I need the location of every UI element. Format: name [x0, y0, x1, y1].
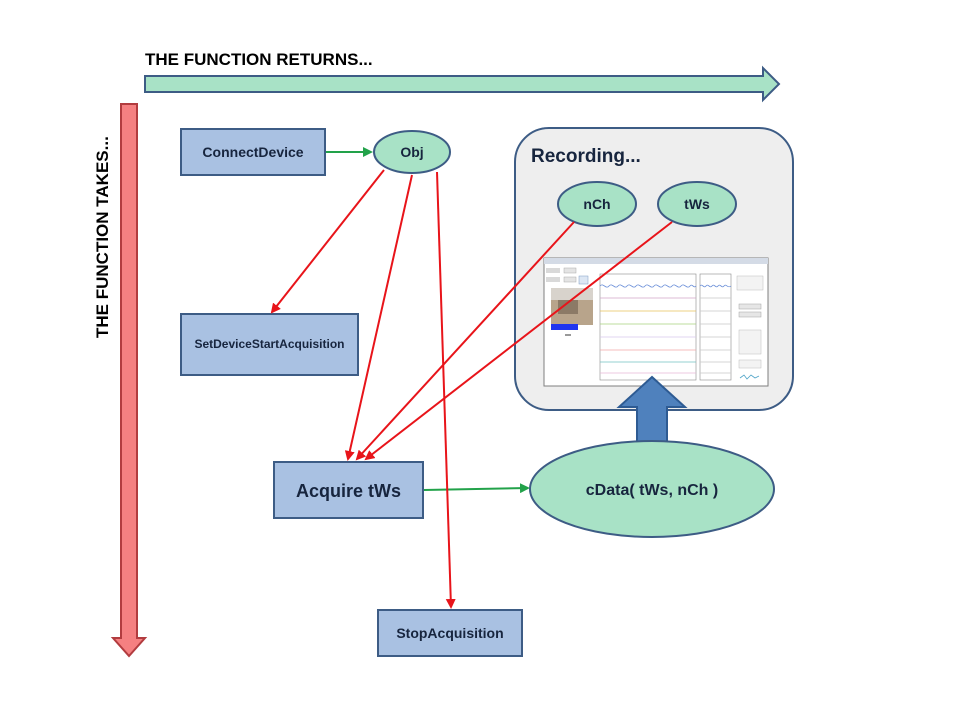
- set-device-start-acquisition-box: [180, 313, 359, 376]
- takes-axis-arrow: [110, 103, 148, 658]
- signal-recording-app-screenshot: [543, 257, 769, 387]
- acquire-box: [273, 461, 424, 519]
- stop-acquisition-label: StopAcquisition: [396, 625, 503, 641]
- recording-title: Recording...: [531, 146, 641, 167]
- connect-device-label: ConnectDevice: [202, 144, 303, 160]
- display-up-arrow: [616, 375, 688, 443]
- cdata-oval: [529, 440, 775, 538]
- stop-acquisition-box: [377, 609, 523, 657]
- acquire-to-cdata-arrow: [423, 483, 530, 494]
- set-device-start-acquisition-label: SetDeviceStartAcquisition: [194, 337, 344, 351]
- cdata-label: cData( tWs, nCh ): [586, 482, 718, 499]
- obj-oval: [373, 130, 451, 174]
- nch-label: nCh: [583, 196, 610, 212]
- acquire-label: Acquire tWs: [296, 481, 401, 501]
- obj-to-stop-arrow: [436, 171, 456, 609]
- obj-to-setstart-arrow: [270, 169, 385, 314]
- obj-label: Obj: [400, 144, 423, 160]
- nch-to-acquire-arrow: [355, 221, 575, 461]
- returns-axis-label: THE FUNCTION RETURNS...: [145, 50, 373, 69]
- obj-to-acquire-arrow: [344, 174, 413, 461]
- tws-to-acquire-arrow: [364, 221, 673, 461]
- tws-oval: [657, 181, 737, 227]
- connect-device-box: [180, 128, 326, 176]
- returns-axis-arrow: [144, 65, 781, 103]
- takes-axis-label: THE FUNCTION TAKES...: [93, 136, 112, 338]
- nch-oval: [557, 181, 637, 227]
- tws-label: tWs: [684, 196, 710, 212]
